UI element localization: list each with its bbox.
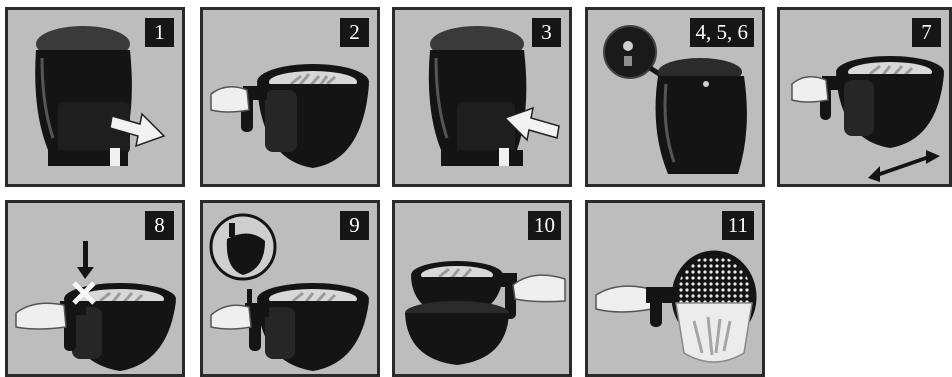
step-number-8: 8 <box>145 211 174 240</box>
step-8-panel: 8 <box>5 200 185 377</box>
step-2-panel: 2 <box>200 7 380 187</box>
step-number-11: 11 <box>722 211 754 240</box>
step-number-2: 2 <box>340 18 369 47</box>
step-number-10: 10 <box>528 211 561 240</box>
step-3-panel: 3 <box>392 7 572 187</box>
step-number-3: 3 <box>532 18 561 47</box>
step-10-panel: 10 <box>392 200 572 377</box>
step-11-panel: 11 <box>585 200 765 377</box>
step-number-1: 1 <box>145 18 174 47</box>
step-number-7: 7 <box>912 18 941 47</box>
step-1-panel: 1 <box>5 7 185 187</box>
step-9-panel: 9 <box>200 200 380 377</box>
step-7-panel: 7 <box>777 7 952 187</box>
step-4-5-6-panel: 4, 5, 6 <box>585 7 765 187</box>
step-number-4-5-6: 4, 5, 6 <box>690 18 755 47</box>
step-number-9: 9 <box>340 211 369 240</box>
